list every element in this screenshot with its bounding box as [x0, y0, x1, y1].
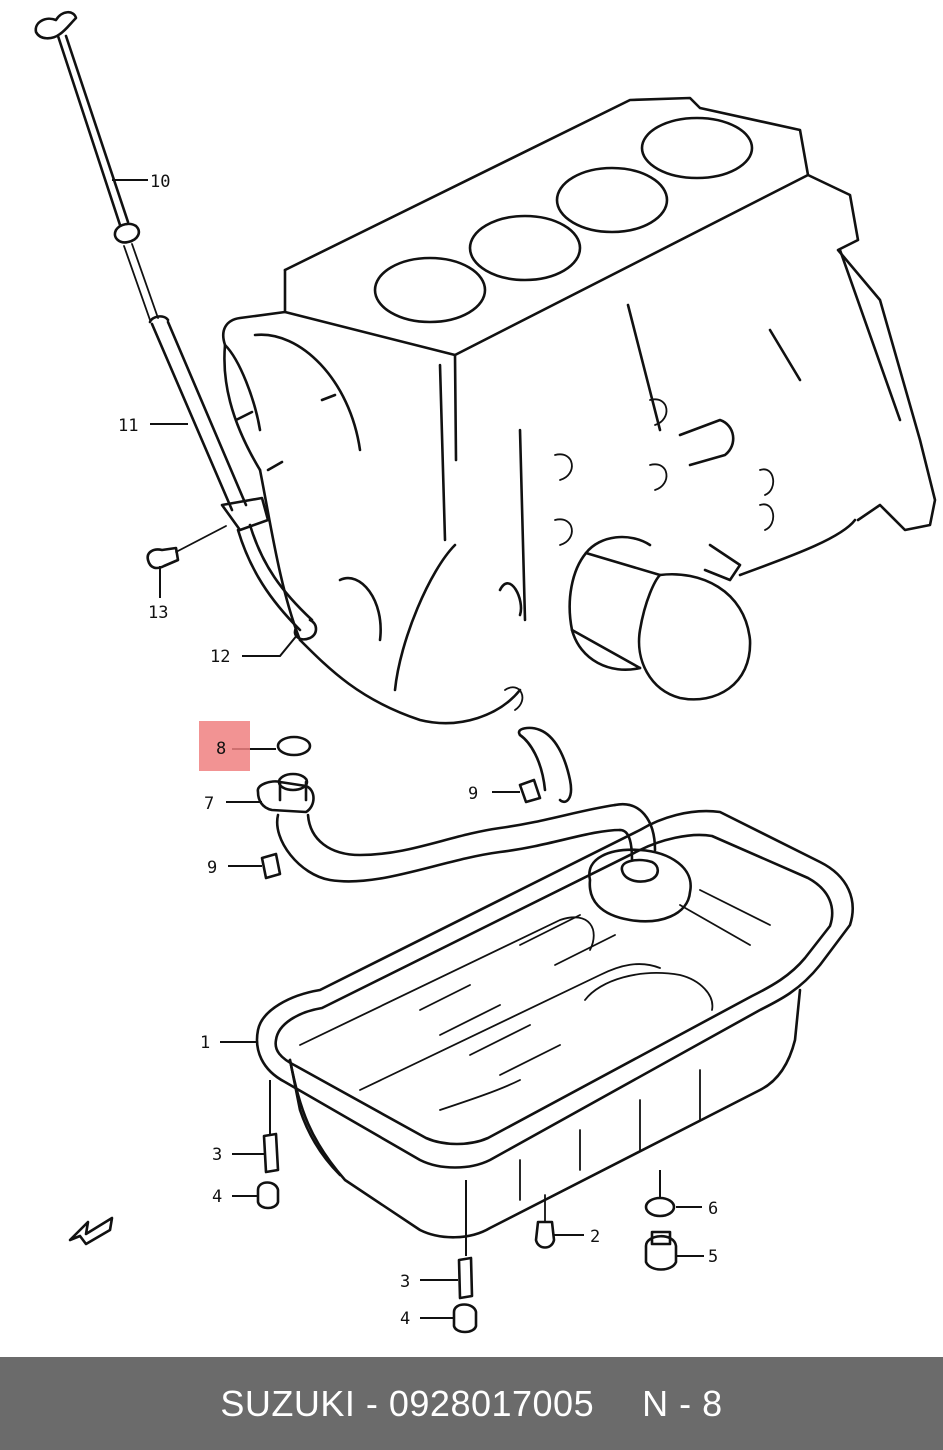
dipstick-guide: [148, 315, 318, 641]
nut-4-bottom: [452, 1303, 478, 1334]
stud-3-bottom: [457, 1256, 474, 1300]
drain-bolt-2: [534, 1194, 556, 1249]
footer-bar: SUZUKI - 0928017005 N - 8: [0, 1357, 943, 1450]
callout-12: 12: [210, 647, 230, 667]
callout-3-bottom: 3: [400, 1272, 410, 1292]
callout-3-left: 3: [212, 1145, 222, 1165]
callout-10: 10: [150, 172, 170, 192]
callout-2: 2: [590, 1227, 600, 1247]
callout-4-left: 4: [212, 1187, 222, 1207]
bolt-9-upper: [518, 778, 542, 804]
nut-4-left: [256, 1181, 280, 1210]
callout-11: 11: [118, 416, 138, 436]
footer-part-number: SUZUKI - 0928017005: [220, 1382, 595, 1424]
callout-9-lower: 9: [207, 858, 217, 878]
callout-7: 7: [204, 794, 214, 814]
dipstick: [34, 10, 159, 321]
engine-block: [221, 96, 937, 725]
front-arrow-icon: [68, 1216, 114, 1246]
callout-6: 6: [708, 1199, 718, 1219]
o-ring-8: [276, 735, 312, 757]
oil-strainer: [256, 726, 692, 923]
callout-1: 1: [200, 1033, 210, 1053]
callout-labels: 10 11 13 12 8 7 9 9 1 3 4 6 2 5 3 4: [118, 172, 718, 1329]
oil-pan: [255, 809, 854, 1239]
plug-5: [644, 1230, 678, 1271]
gasket-6: [644, 1196, 676, 1218]
callout-13: 13: [148, 603, 168, 623]
callout-4-bottom: 4: [400, 1309, 410, 1329]
callout-9-upper: 9: [468, 784, 478, 804]
bolt-13: [146, 525, 227, 570]
callout-leaders: [112, 179, 704, 1319]
callout-8: 8: [216, 739, 226, 759]
bolt-9-lower: [260, 852, 282, 880]
callout-8-highlight: [199, 721, 250, 771]
footer-page-ref: N - 8: [642, 1382, 723, 1424]
callout-5: 5: [708, 1247, 718, 1267]
stud-3-left: [262, 1132, 280, 1174]
parts-diagram: 10 11 13 12 8 7 9 9 1 3 4 6 2 5 3 4: [34, 10, 937, 1334]
